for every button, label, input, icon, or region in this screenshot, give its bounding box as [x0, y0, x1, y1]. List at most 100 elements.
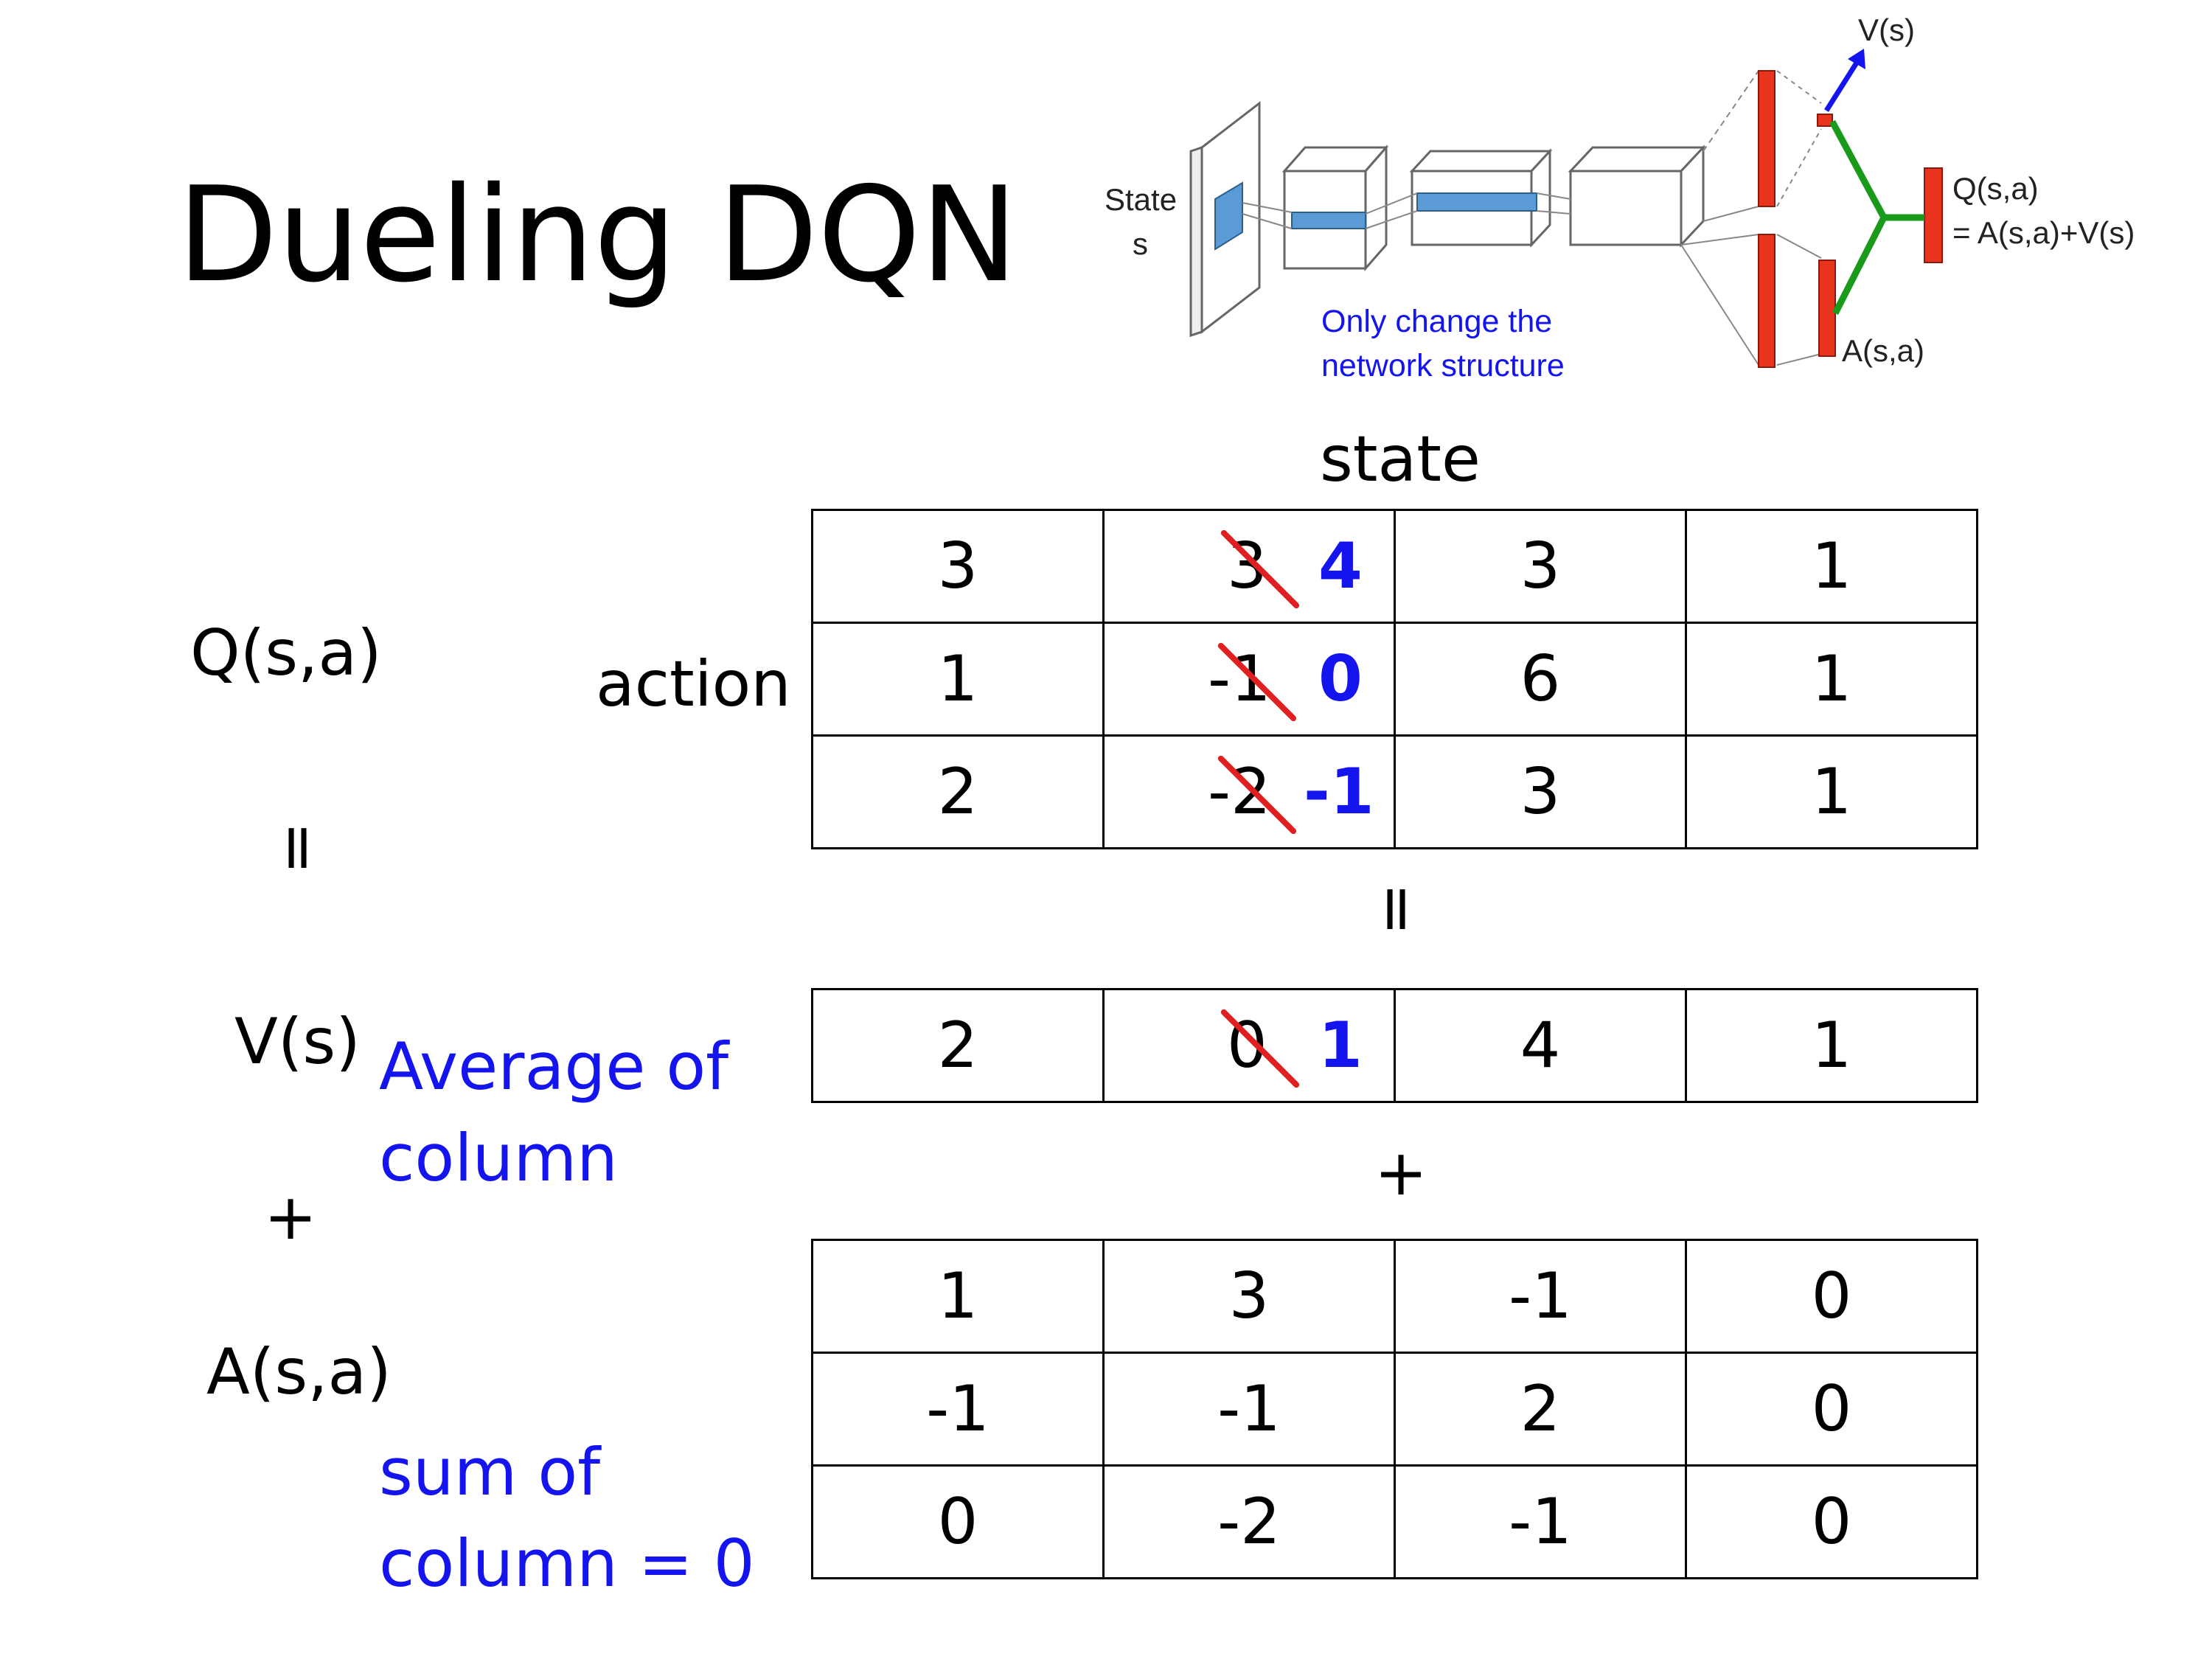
value-stream-layer	[1758, 70, 1775, 207]
table-cell: -1	[1394, 1464, 1687, 1579]
table-cell: 6	[1394, 622, 1687, 737]
table-cell: 2	[811, 734, 1105, 849]
cell-value: -1	[1509, 1259, 1572, 1333]
cell-value: 1	[937, 1259, 978, 1333]
state-text-line2: s	[1133, 226, 1148, 261]
conv-block-2	[1409, 148, 1553, 248]
cell-value: 4	[1520, 1009, 1561, 1082]
cell-value: 0	[937, 1485, 978, 1559]
a-output-label: A(s,a)	[1842, 333, 1924, 368]
table-cell: -2	[1102, 1464, 1396, 1579]
advantage-output-layer	[1818, 260, 1836, 357]
table-cell: -1	[1394, 1239, 1687, 1354]
equals-sign-left: =	[262, 821, 337, 875]
struck-old-value: 0	[1227, 1009, 1267, 1082]
cell-value: 2	[1520, 1372, 1561, 1446]
table-cell: -2 -1	[1102, 734, 1396, 849]
struck-old-value: -1	[1208, 642, 1271, 716]
cell-value: 2	[937, 1009, 978, 1082]
a-table-row: -1 -1 2 0	[811, 1352, 1978, 1467]
table-cell: 0	[1685, 1239, 1978, 1354]
table-cell: 0	[1685, 1464, 1978, 1579]
cell-value: 1	[937, 642, 978, 716]
v-label: V(s)	[234, 1005, 361, 1079]
conv-block-1	[1281, 145, 1389, 271]
dueling-network-diagram: State s Only change the network structur…	[1105, 13, 2135, 383]
conv-block-3	[1568, 145, 1706, 248]
table-cell: -1	[1102, 1352, 1396, 1467]
table-cell: 3	[811, 509, 1105, 624]
updated-value: 0	[1318, 642, 1363, 716]
sum-of-column-note: sum of column = 0	[379, 1434, 755, 1601]
value-arrow-icon	[1824, 49, 1865, 112]
equals-sign-table: =	[1361, 882, 1436, 936]
v-output-label: V(s)	[1858, 13, 1915, 47]
cell-value: 2	[937, 755, 978, 829]
cell-value: 6	[1520, 642, 1561, 716]
plus-sign-table: +	[1374, 1136, 1428, 1210]
cell-value: 1	[1811, 529, 1852, 603]
advantage-stream-layer	[1758, 234, 1775, 368]
cell-value: -1	[926, 1372, 990, 1446]
cell-value: 3	[937, 529, 978, 603]
a-table-row: 1 3 -1 0	[811, 1239, 1978, 1354]
state-header: state	[1320, 422, 1481, 496]
cell-value: 1	[1811, 755, 1852, 829]
plus-sign-left: +	[264, 1180, 318, 1254]
value-output-unit	[1817, 114, 1833, 127]
cell-value: 3	[1520, 529, 1561, 603]
struck-old-value: -2	[1208, 755, 1271, 829]
q-output-label-line2: = A(s,a)+V(s)	[1952, 215, 2135, 250]
table-cell: 0	[1685, 1352, 1978, 1467]
table-cell: 2	[811, 988, 1105, 1103]
q-label: Q(s,a)	[190, 616, 382, 690]
dense-layers	[1758, 70, 1943, 368]
updated-value: 4	[1318, 529, 1363, 603]
q-table-row: 1 -1 0 6 1	[811, 622, 1978, 737]
q-output-layer	[1924, 167, 1943, 263]
input-plane	[1189, 100, 1261, 338]
slide-title: Dueling DQN	[177, 159, 1018, 311]
updated-value: 1	[1318, 1009, 1363, 1082]
table-cell: 1	[1685, 988, 1978, 1103]
action-header: action	[596, 647, 791, 721]
table-cell: -1	[811, 1352, 1105, 1467]
table-cell: 1	[1685, 509, 1978, 624]
cell-value: 3	[1228, 1259, 1270, 1333]
table-cell: 1	[1685, 734, 1978, 849]
table-cell: 2	[1394, 1352, 1687, 1467]
table-cell: 3	[1394, 509, 1687, 624]
struck-old-value: 3	[1227, 529, 1267, 603]
q-output-label-line1: Q(s,a)	[1952, 171, 2039, 206]
table-cell: 1	[811, 622, 1105, 737]
cell-value: -1	[1217, 1372, 1281, 1446]
combine-branch	[1829, 119, 1924, 316]
cell-value: 3	[1520, 755, 1561, 829]
cell-value: -2	[1217, 1485, 1281, 1559]
caption-line1: Only change the	[1321, 304, 1552, 339]
cell-value: -1	[1509, 1485, 1572, 1559]
updated-value: -1	[1304, 755, 1374, 829]
cell-value: 1	[1811, 1009, 1852, 1082]
table-cell: 1	[811, 1239, 1105, 1354]
cell-value: 1	[1811, 642, 1852, 716]
cell-value: 0	[1811, 1485, 1852, 1559]
table-cell: 1	[1685, 622, 1978, 737]
table-cell: 3	[1102, 1239, 1396, 1354]
a-table-row: 0 -2 -1 0	[811, 1464, 1978, 1579]
table-cell: 0	[811, 1464, 1105, 1579]
cell-value: 0	[1811, 1259, 1852, 1333]
a-label: A(s,a)	[206, 1335, 392, 1409]
average-of-column-note: Average of column	[379, 1029, 729, 1196]
advantage-table: 1 3 -1 0 -1 -1 2 0 0 -2 -1 0	[811, 1239, 1978, 1579]
cell-value: 0	[1811, 1372, 1852, 1446]
connection-lines	[1242, 70, 1822, 366]
q-table-row: 2 -2 -1 3 1	[811, 734, 1978, 849]
state-text-line1: State	[1105, 182, 1177, 217]
